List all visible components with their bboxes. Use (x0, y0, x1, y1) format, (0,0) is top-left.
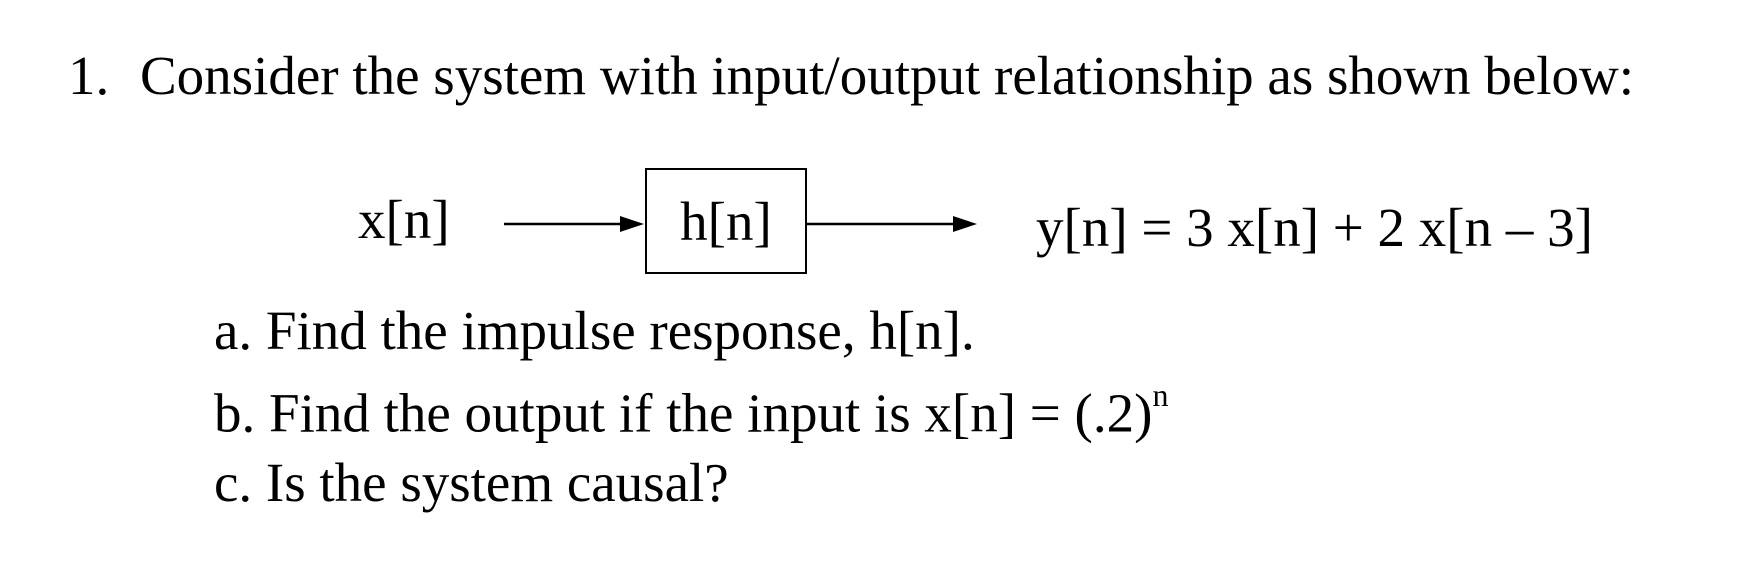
part-a: a. Find the impulse response, h[n]. (214, 300, 975, 361)
question-statement: 1. Consider the system with input/output … (68, 44, 1634, 108)
output-arrow (807, 216, 977, 232)
part-b: b. Find the output if the input is x[n] … (214, 366, 1168, 448)
part-c: c. Is the system causal? (214, 452, 729, 514)
signal-arrows (504, 216, 977, 232)
part-b-exponent: n (1152, 377, 1169, 413)
question-parts: a. Find the impulse response, h[n]. b. F… (214, 296, 1168, 518)
input-signal-label: x[n] (358, 189, 450, 250)
system-block: h[n] (645, 168, 807, 274)
block-diagram: x[n] h[n] y[n] = 3 x[n] + 2 x[n – 3] (0, 150, 1744, 286)
output-equation: y[n] = 3 x[n] + 2 x[n – 3] (1036, 197, 1593, 258)
input-arrow (504, 216, 644, 232)
part-b-text: b. Find the output if the input is x[n] … (214, 382, 1153, 444)
system-impulse-response-label: h[n] (680, 191, 772, 252)
question-text: Consider the system with input/output re… (140, 45, 1635, 106)
question-number: 1. (68, 45, 110, 106)
